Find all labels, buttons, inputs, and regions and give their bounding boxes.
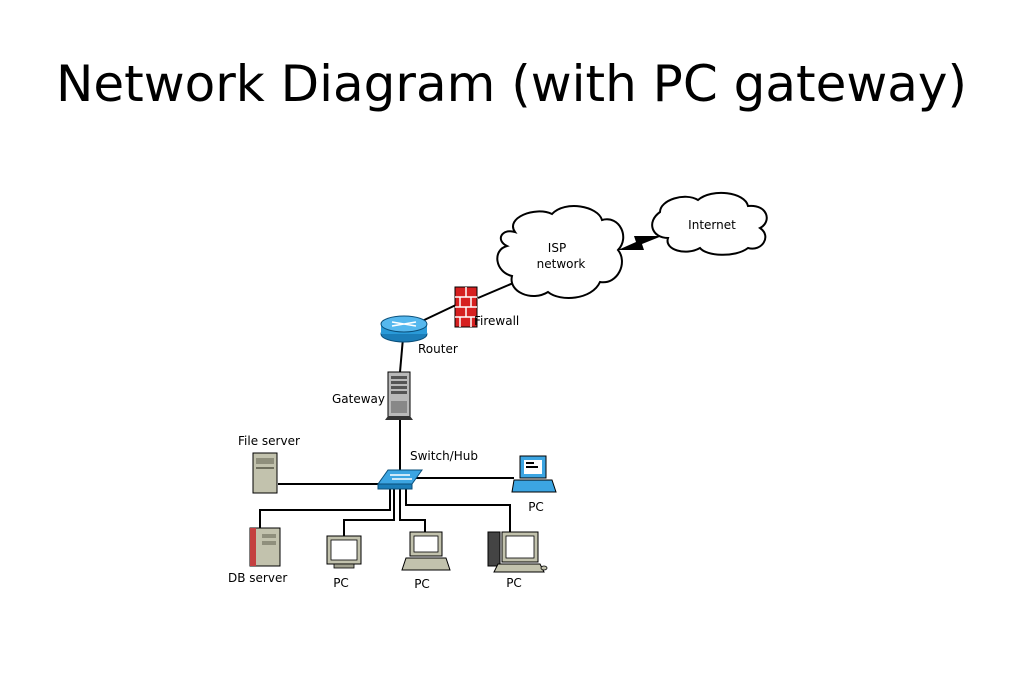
gateway-label: Gateway — [332, 392, 385, 406]
pc-right-node: PC — [511, 455, 557, 514]
pc-2-node: PC — [401, 531, 451, 591]
slide-title: Network Diagram (with PC gateway) — [55, 55, 968, 113]
file-server-label: File server — [238, 434, 300, 448]
switch-node: Switch/Hub — [377, 449, 478, 490]
router-node: Router — [380, 315, 458, 356]
server-tower-icon — [252, 452, 278, 494]
cloud-icon — [651, 191, 768, 256]
link-router-gateway — [399, 337, 404, 373]
switch-icon — [377, 469, 423, 490]
desktop-pc-icon — [487, 531, 548, 573]
lightning-link-icon — [618, 236, 662, 250]
pc-1-node: PC — [326, 535, 362, 590]
brick-firewall-icon — [454, 286, 478, 328]
file-server-node: File server — [238, 434, 300, 494]
desktop-pc-icon — [326, 535, 362, 569]
firewall-label: Firewall — [474, 314, 519, 328]
desktop-pc-icon — [401, 531, 451, 571]
link-switch-pc2 — [399, 488, 426, 532]
db-server-node: DB server — [228, 527, 287, 585]
internet-node: Internet — [651, 191, 768, 256]
pc-3-node: PC — [487, 531, 548, 590]
internet-label: Internet — [688, 218, 736, 232]
link-switch-pc3 — [405, 488, 511, 532]
router-icon — [380, 315, 428, 343]
database-server-icon — [249, 527, 281, 567]
firewall-node: Firewall — [454, 286, 519, 328]
switch-label: Switch/Hub — [410, 449, 478, 463]
link-switch-pc1 — [343, 488, 395, 536]
isp-network-node: ISP network — [496, 205, 625, 299]
isp-label-line2: network — [537, 257, 586, 271]
link-firewall-router — [419, 303, 459, 323]
link-switch-dbserver — [259, 488, 391, 528]
router-label: Router — [418, 342, 458, 356]
isp-label-line1: ISP — [548, 241, 566, 255]
desktop-pc-icon — [511, 455, 557, 493]
pc-2-label: PC — [414, 577, 430, 591]
server-tower-icon — [385, 371, 413, 420]
pc-right-label: PC — [528, 500, 544, 514]
gateway-node: Gateway — [332, 371, 413, 420]
pc-1-label: PC — [333, 576, 349, 590]
cloud-icon — [496, 205, 625, 299]
db-server-label: DB server — [228, 571, 287, 585]
pc-3-label: PC — [506, 576, 522, 590]
connections — [259, 277, 526, 536]
